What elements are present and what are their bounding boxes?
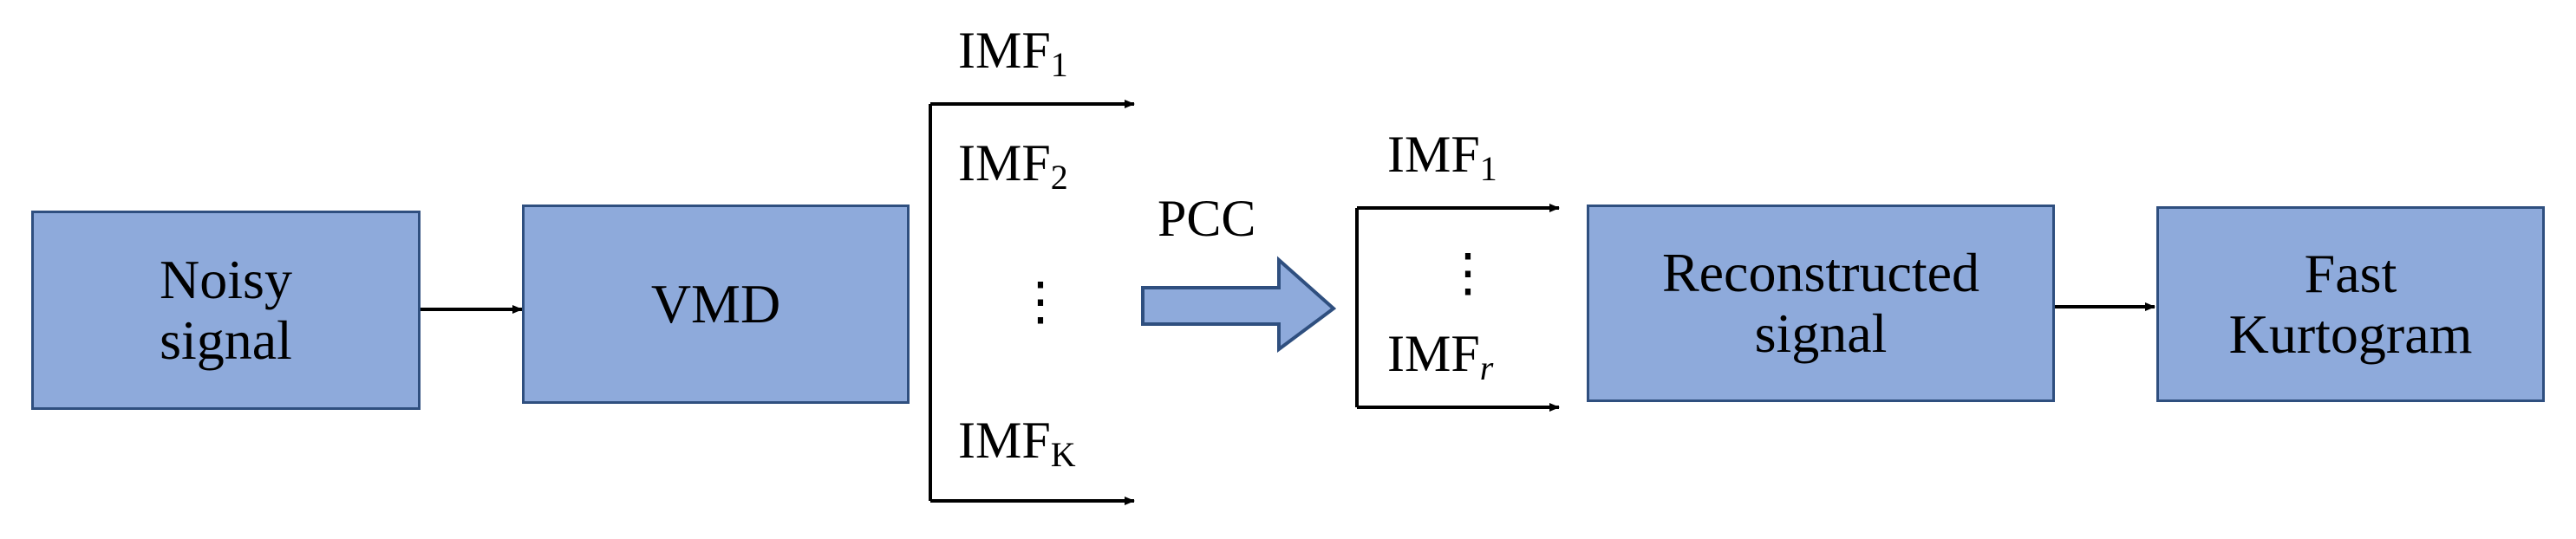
reconstructed-line1: Reconstructed bbox=[1661, 242, 1980, 303]
pcc-block-arrow bbox=[1141, 256, 1337, 353]
branch1-imf-2: IMF2 bbox=[958, 134, 1068, 197]
branch2-imf-r: IMFr bbox=[1387, 325, 1494, 387]
kurtogram-line2: Kurtogram bbox=[2228, 303, 2473, 365]
reconstructed-signal-box: Reconstructed signal bbox=[1587, 205, 2055, 402]
noisy-signal-line1: Noisy bbox=[160, 249, 292, 310]
branch1-imf-k: IMFK bbox=[958, 412, 1076, 474]
branch1-imf-k-sub: K bbox=[1050, 435, 1076, 474]
branch2-imf-1: IMF1 bbox=[1387, 126, 1497, 188]
branch1-imf-1: IMF1 bbox=[958, 22, 1068, 84]
fast-kurtogram-box: Fast Kurtogram bbox=[2156, 206, 2545, 402]
pcc-label: PCC bbox=[1158, 190, 1256, 247]
branch2-imf-r-sub: r bbox=[1479, 348, 1494, 387]
vmd-box: VMD bbox=[522, 205, 910, 404]
reconstructed-line2: signal bbox=[1754, 302, 1888, 364]
branch1-imf-2-sub: 2 bbox=[1050, 158, 1068, 197]
noisy-signal-box: Noisy signal bbox=[31, 211, 421, 410]
vmd-label: VMD bbox=[650, 273, 781, 334]
noisy-signal-line2: signal bbox=[160, 309, 292, 371]
kurtogram-line1: Fast bbox=[2304, 243, 2397, 304]
branch2-imf-1-sub: 1 bbox=[1479, 149, 1497, 188]
branch1-imf-1-sub: 1 bbox=[1050, 45, 1068, 84]
branch1-ellipsis: ⋮ bbox=[1014, 273, 1066, 330]
branch2-ellipsis: ⋮ bbox=[1442, 244, 1494, 302]
